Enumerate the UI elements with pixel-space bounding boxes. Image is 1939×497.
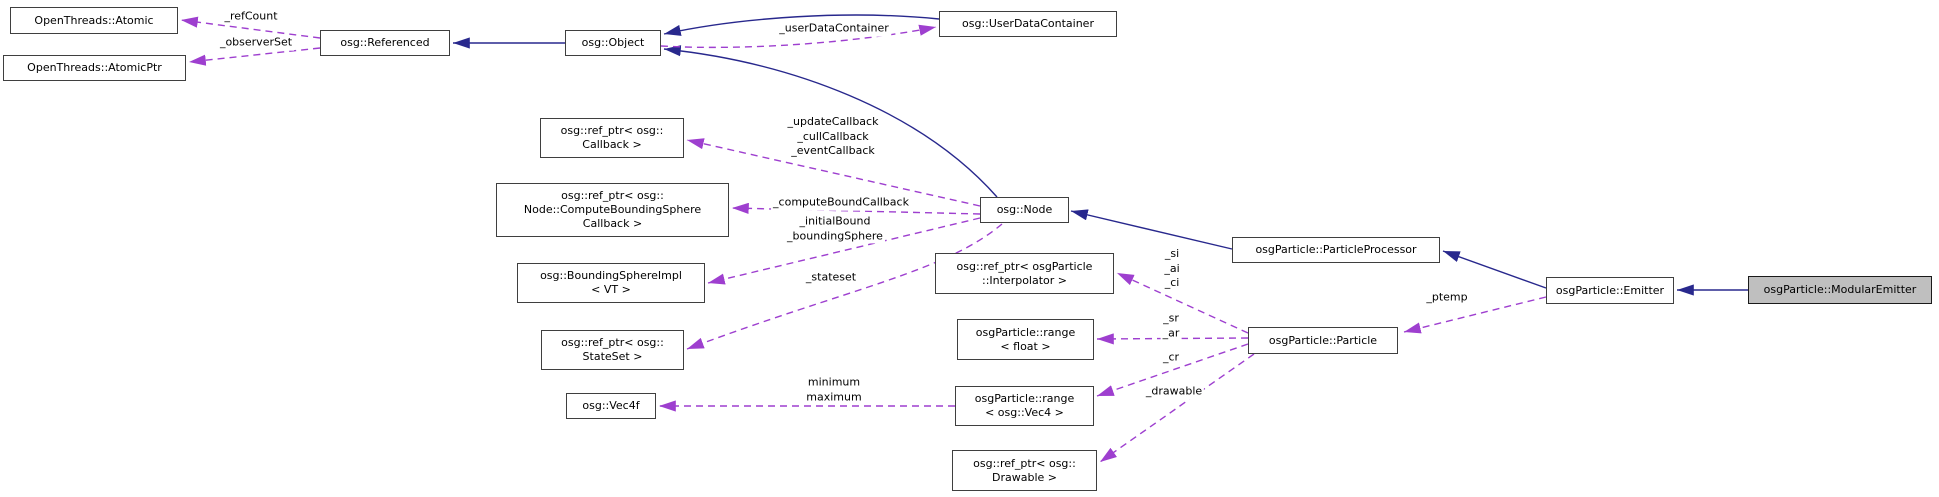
- edge-member-callbacks: [686, 138, 981, 207]
- class-node-refptr-interpolator[interactable]: osg::ref_ptr< osgParticle ::Interpolator…: [935, 253, 1114, 294]
- edge-label-observerset: _observerSet: [217, 35, 295, 51]
- class-node-openthreads-atomicptr[interactable]: OpenThreads::AtomicPtr: [3, 55, 186, 81]
- edge-member-userdatacontainer: [660, 24, 937, 49]
- edge-member-ptemp: [1403, 296, 1547, 334]
- class-node-range-vec4[interactable]: osgParticle::range < osg::Vec4 >: [955, 386, 1094, 426]
- edge-member-stateset: [686, 223, 1003, 350]
- class-node-osg-userdatacontainer[interactable]: osg::UserDataContainer: [939, 11, 1117, 37]
- class-node-refptr-stateset[interactable]: osg::ref_ptr< osg:: StateSet >: [541, 330, 684, 370]
- edge-label-boundfields: _initialBound _boundingSphere: [785, 214, 885, 244]
- edge-member-drawable: [1099, 353, 1255, 463]
- edge-inherit-emitter-particleprocessor: [1442, 250, 1547, 289]
- class-node-osg-referenced[interactable]: osg::Referenced: [320, 30, 450, 56]
- class-node-osg-node[interactable]: osg::Node: [980, 197, 1069, 223]
- class-node-refptr-callback[interactable]: osg::ref_ptr< osg:: Callback >: [540, 118, 684, 158]
- edge-label-sr-ar: _sr _ar: [1160, 311, 1182, 341]
- class-node-osg-vec4f[interactable]: osg::Vec4f: [566, 393, 656, 419]
- class-node-refptr-drawable[interactable]: osg::ref_ptr< osg:: Drawable >: [952, 450, 1097, 491]
- class-node-osg-boundingsphereimpl[interactable]: osg::BoundingSphereImpl < VT >: [517, 263, 705, 303]
- edge-label-cr: _cr: [1160, 350, 1182, 366]
- edge-label-callbacks: _updateCallback _cullCallback _eventCall…: [785, 115, 881, 159]
- edge-member-si-ai-ci: [1116, 272, 1249, 334]
- edge-label-drawable: _drawable: [1143, 384, 1205, 400]
- edge-label-stateset: _stateset: [803, 270, 859, 286]
- class-node-openthreads-atomic[interactable]: OpenThreads::Atomic: [10, 7, 178, 34]
- edge-member-observerset: [188, 47, 321, 66]
- edge-label-ptemp: _ptemp: [1424, 290, 1470, 306]
- edge-label-si-ai-ci: _si _ai _ci: [1162, 247, 1182, 291]
- class-node-modularemitter-current: osgParticle::ModularEmitter: [1748, 276, 1932, 304]
- edge-label-refcount: _refCount: [222, 9, 280, 25]
- class-node-range-float[interactable]: osgParticle::range < float >: [957, 319, 1094, 360]
- edge-inherit-node-object: [663, 45, 998, 198]
- edge-label-userdatacontainer: _userDataContainer: [777, 21, 891, 37]
- edge-member-cr: [1096, 343, 1249, 397]
- edge-label-computeboundcallback: _computeBoundCallback: [771, 195, 911, 211]
- edge-member-boundfields: [707, 217, 981, 285]
- class-node-emitter[interactable]: osgParticle::Emitter: [1546, 277, 1674, 304]
- edge-inherit-particleprocessor-node: [1070, 209, 1233, 250]
- class-node-particleprocessor[interactable]: osgParticle::ParticleProcessor: [1232, 237, 1440, 263]
- edge-label-minmax: minimum maximum: [804, 375, 864, 405]
- class-node-refptr-computeboundingspherecallback[interactable]: osg::ref_ptr< osg:: Node::ComputeBoundin…: [496, 183, 729, 237]
- class-node-osg-object[interactable]: osg::Object: [565, 30, 661, 56]
- edge-inherit-udc-object: [663, 14, 940, 36]
- class-node-particle[interactable]: osgParticle::Particle: [1248, 327, 1398, 354]
